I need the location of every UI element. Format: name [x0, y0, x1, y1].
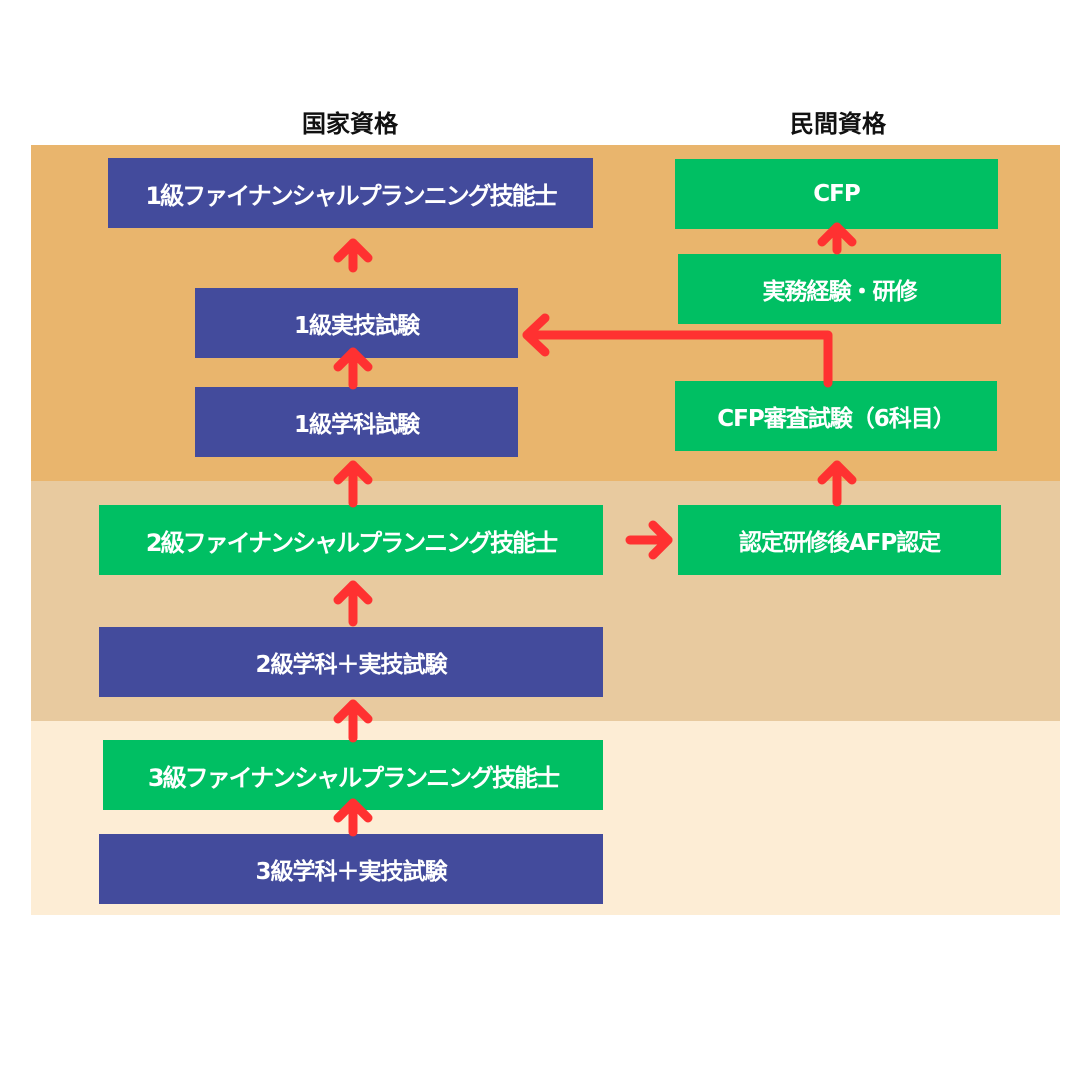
- fp3-exam-box: 3級学科＋実技試験: [99, 834, 603, 904]
- fp1-practical-exam-box: 1級実技試験: [195, 288, 518, 358]
- national-qualification-header: 国家資格: [302, 110, 398, 138]
- cfp-exam-box: CFP審査試験（6科目）: [675, 381, 997, 451]
- fp1-academic-exam-box: 1級学科試験: [195, 387, 518, 457]
- fp2-exam-box: 2級学科＋実技試験: [99, 627, 603, 697]
- work-experience-box: 実務経験・研修: [678, 254, 1001, 324]
- cfp-box: CFP: [675, 159, 998, 229]
- private-qualification-header: 民間資格: [790, 110, 886, 138]
- fp1-certification-box: 1級ファイナンシャルプランニング技能士: [108, 158, 593, 228]
- afp-certification-box: 認定研修後AFP認定: [678, 505, 1001, 575]
- fp3-certification-box: 3級ファイナンシャルプランニング技能士: [103, 740, 603, 810]
- fp2-certification-box: 2級ファイナンシャルプランニング技能士: [99, 505, 603, 575]
